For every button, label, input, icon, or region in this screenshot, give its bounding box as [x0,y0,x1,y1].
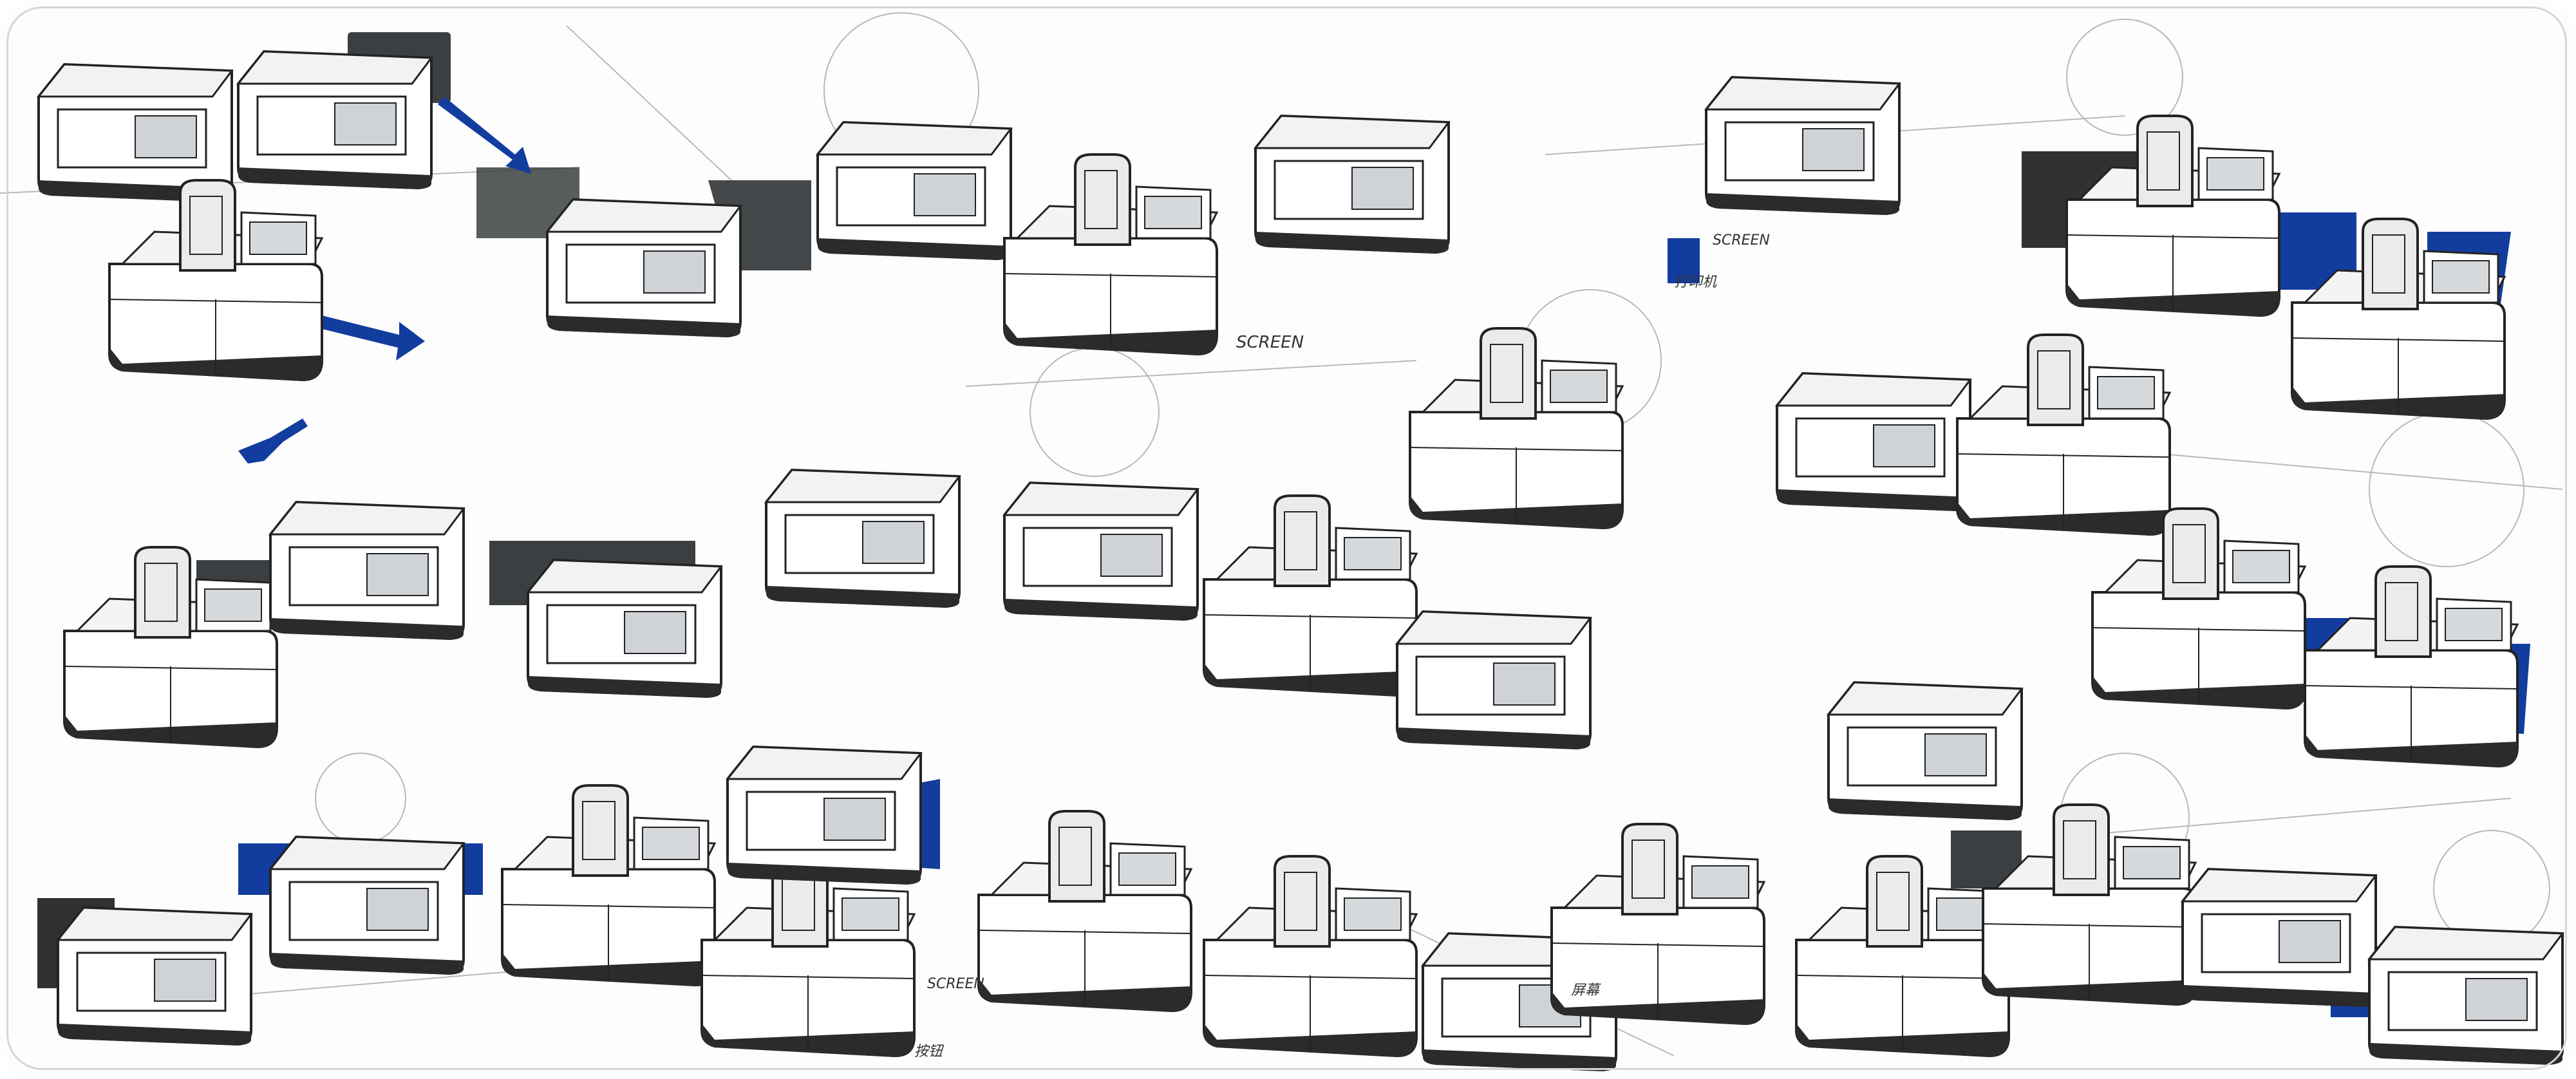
sketch-analyzer-29 [977,810,1192,1013]
sketch-analyzer-05 [816,121,1012,261]
device-sketches [37,50,2564,1073]
sketch-analyzer-02 [108,179,323,382]
sketch-analyzer-17 [1409,327,1624,530]
sketch-analyzer-20 [1956,333,2171,537]
sketch-analyzer-18 [1396,610,1592,751]
sketch-analyzer-22 [2091,507,2306,711]
sketch-analyzer-03 [237,50,433,191]
sketch-analyzer-35 [2181,868,2377,1008]
sketch-analyzer-30 [1203,855,1418,1058]
sketch-analyzer-19 [1776,372,1971,512]
sketch-analyzer-14 [765,469,961,609]
note-screen-2: SCREEN [1713,232,1770,249]
sketch-analyzer-26 [501,784,716,988]
sketch-analyzer-12 [269,501,465,641]
sketch-analyzer-09 [2065,115,2280,318]
sketch-analyzer-16 [1203,494,1418,698]
note-cn-1: 打印机 [1674,274,1717,290]
sketch-analyzer-13 [527,559,722,699]
handwritten-notes: SCREEN SCREEN SCREEN 打印机 按钮 屏幕 [914,232,1770,1060]
sketch-analyzer-06 [1003,153,1218,357]
sketch-analyzer-15 [1003,482,1199,622]
sketch-analyzer-27 [700,855,916,1058]
note-screen-3: SCREEN [927,976,984,992]
sketch-analyzer-36 [2368,926,2564,1066]
sketch-analyzer-21 [1827,681,2023,821]
sketch-analyzer-24 [57,906,252,1047]
note-cn-3: 屏幕 [1571,982,1601,999]
sketch-analyzer-08 [1705,76,1901,216]
sketch-analyzer-28 [726,746,922,886]
sketch-analyzer-04 [546,198,742,339]
note-cn-2: 按钮 [914,1044,945,1060]
sketch-analyzer-25 [269,836,465,976]
note-screen-1: SCREEN [1236,333,1304,352]
sketch-analyzer-07 [1254,115,1450,255]
sketch-analyzer-23 [2304,565,2519,769]
